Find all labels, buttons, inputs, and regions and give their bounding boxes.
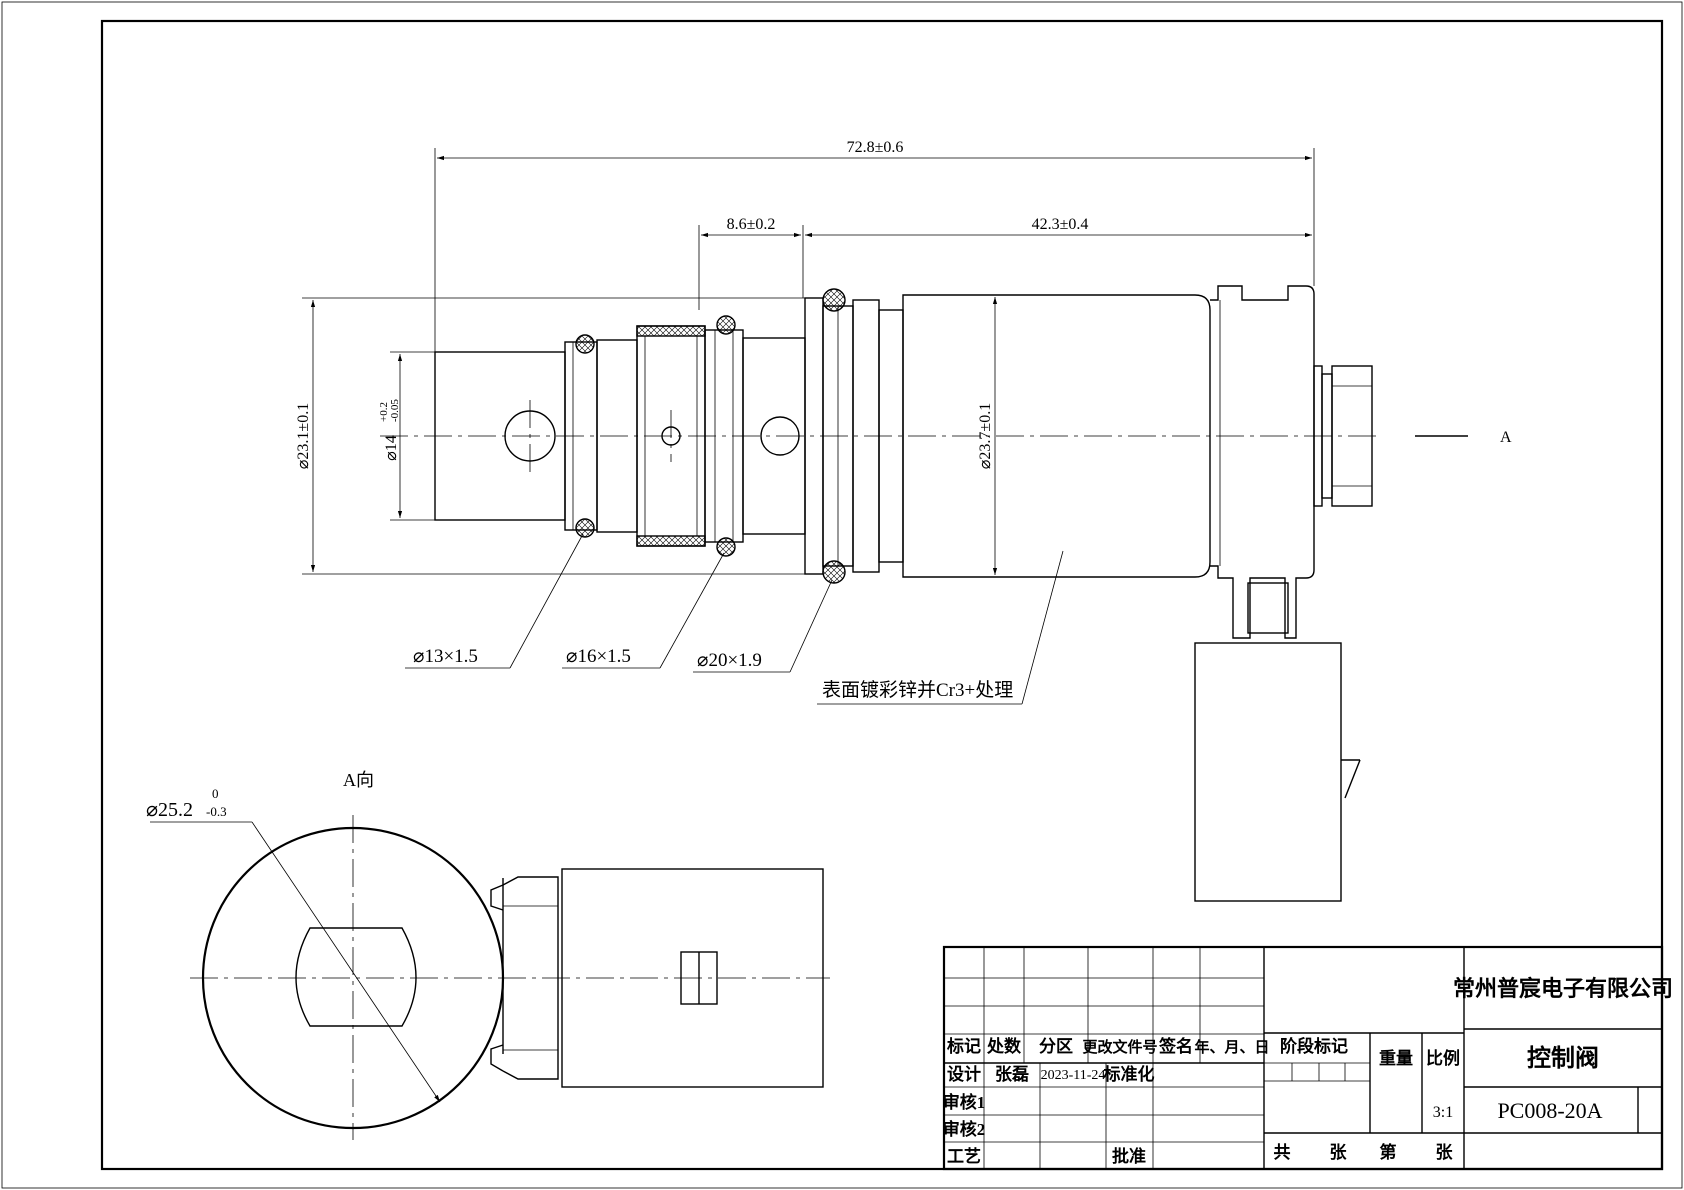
surface-note: 表面镀彩锌并Cr3+处理 [822,679,1013,701]
dim-inner-dia: ⌀14 [383,435,400,461]
row-design: 设计 [947,1064,981,1084]
row-process: 工艺 [947,1146,981,1166]
part-number: PC008-20A [1497,1098,1602,1123]
view-a-dia-tol-upper: 0 [212,786,219,801]
view-a: A向 ⌀25.2 0 -0.3 [146,770,830,1140]
hdr-signature: 签名 [1158,1036,1193,1056]
oring-1-top [575,334,595,354]
oring-2-top [716,315,736,335]
scale-value: 3:1 [1433,1104,1453,1121]
oring-label-3: ⌀20×1.9 [697,650,762,671]
oring-3-bottom [822,560,846,584]
company-name: 常州普宸电子有限公司 [1453,976,1673,1001]
oring-label-2: ⌀16×1.5 [566,646,631,667]
main-view: A 72.8±0.6 8.6±0.2 42.3±0.4 ⌀23.1±0.1 ⌀1… [295,139,1512,902]
row-designer: 张磊 [995,1065,1029,1084]
dim-overall-length: 72.8±0.6 [847,139,904,156]
hdr-count: 处数 [986,1036,1022,1056]
view-a-dia: ⌀25.2 [146,799,193,821]
dim-inner-tol-lower: -0.05 [389,399,401,422]
dim-outer-dia: ⌀23.1±0.1 [295,403,312,469]
hdr-change-doc: 更改文件号 [1082,1038,1157,1056]
hdr-zone: 分区 [1039,1037,1073,1056]
hdr-weight: 重量 [1379,1048,1413,1068]
row-review1: 审核1 [943,1092,986,1112]
hdr-mark: 标记 [947,1036,981,1056]
inner-border [100,19,1664,1171]
view-a-title: A向 [343,770,374,790]
hdr-date: 年、月、日 [1194,1038,1269,1056]
row-design-date: 2023-11-24 [1041,1068,1106,1083]
view-a-dia-tol-lower: -0.3 [206,804,227,819]
dim-body-dia: ⌀23.7±0.1 [977,403,994,469]
hdr-stage-mark: 阶段标记 [1280,1036,1348,1056]
oring-2-bottom [716,537,736,557]
row-standardization: 标准化 [1104,1064,1155,1084]
dim-body-length: 42.3±0.4 [1032,216,1089,233]
sheet-sheets1: 张 [1330,1143,1348,1162]
oring-label-1: ⌀13×1.5 [413,646,478,667]
oring-3-top [822,288,846,312]
part-name: 控制阀 [1527,1044,1599,1072]
hdr-scale: 比例 [1426,1048,1460,1068]
sheet-sheets2: 张 [1436,1143,1454,1162]
oring-1-bottom [575,518,595,538]
sheet-total: 共 [1274,1143,1291,1162]
title-block: 标记 处数 分区 更改文件号 签名 年、月、日 阶段标记 重量 比例 设计 张磊… [943,945,1673,1171]
view-arrow-label: A [1500,429,1512,446]
dim-groove-width: 8.6±0.2 [727,216,776,233]
row-approve: 批准 [1112,1146,1146,1166]
sheet-of: 第 [1380,1142,1397,1162]
row-review2: 审核2 [943,1119,986,1139]
dim-inner-tol-upper: +0.2 [378,402,390,422]
